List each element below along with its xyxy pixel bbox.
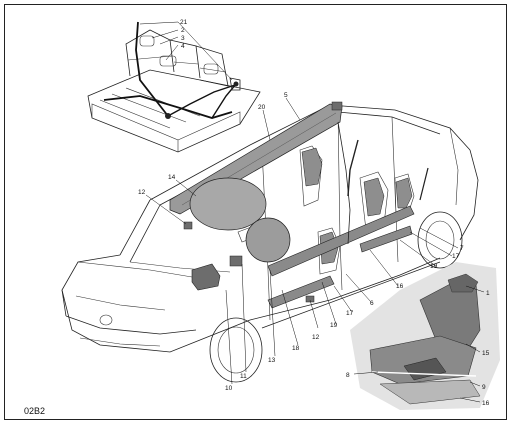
callout-10: 10 (225, 385, 233, 392)
callout-19-lower: 19 (330, 322, 338, 329)
callout-9: 9 (482, 384, 486, 391)
callout-12-upper: 12 (138, 189, 146, 196)
callout-21: 21 (180, 19, 188, 26)
callout-18: 18 (292, 345, 300, 352)
callout-12-lower: 12 (312, 334, 320, 341)
callout-16-lower: 16 (482, 400, 490, 407)
callout-17-right: 17 (452, 253, 460, 260)
callout-1: 1 (486, 290, 490, 297)
figure-code: 02B2 (24, 406, 45, 416)
callout-4: 4 (181, 43, 185, 50)
callout-6: 6 (370, 300, 374, 307)
airbag-components (169, 101, 429, 309)
callout-13: 13 (268, 357, 276, 364)
car-body-illustration (61, 104, 479, 383)
callout-11: 11 (240, 373, 247, 380)
seat-airbag-inset (350, 262, 500, 410)
rear-bench-seat-illustration (87, 21, 261, 153)
callout-15: 15 (482, 350, 490, 357)
callout-20: 20 (258, 104, 266, 111)
callout-labels: 21 2 3 4 5 20 14 12 1 7 17 19 16 6 17 19… (138, 19, 490, 407)
callout-8: 8 (346, 372, 350, 379)
callout-2: 2 (181, 27, 185, 34)
callout-5: 5 (284, 92, 288, 99)
callout-7: 7 (460, 245, 464, 252)
callout-17-lower: 17 (346, 310, 354, 317)
leader-lines (139, 21, 485, 403)
callout-16-upper: 16 (396, 283, 404, 290)
callout-14: 14 (168, 174, 176, 181)
callout-19-right: 19 (430, 263, 438, 270)
callout-3: 3 (181, 35, 185, 42)
